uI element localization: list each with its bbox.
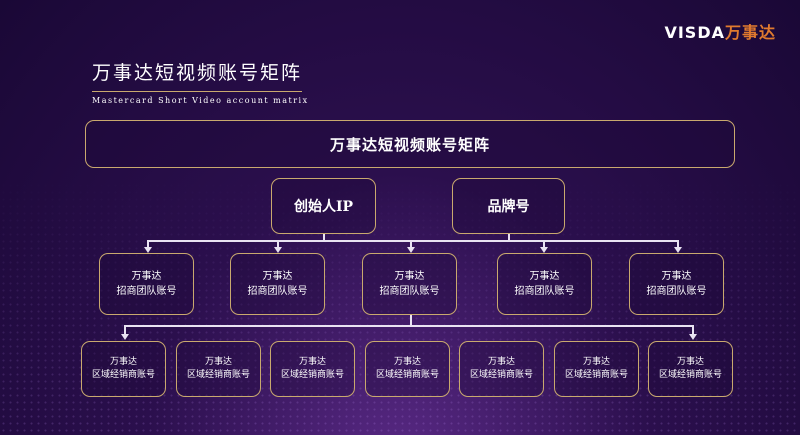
connector-dealer-left [124, 325, 126, 335]
team-name: 万事达 [131, 271, 162, 282]
dealer-name: 万事达 [393, 357, 421, 367]
dealer-node-4: 万事达区域经销商账号 [365, 341, 450, 397]
team-label: 招商团队账号 [116, 286, 177, 297]
dealer-node-5: 万事达区域经销商账号 [459, 341, 544, 397]
arrow-dealer-left [121, 334, 129, 340]
connector-dealer-right [692, 325, 694, 335]
dealer-label: 区域经销商账号 [658, 370, 722, 380]
dealer-name: 万事达 [676, 357, 704, 367]
team-name: 万事达 [394, 271, 425, 282]
arrow-team-4 [540, 247, 548, 253]
connector-team-drop-1 [147, 240, 149, 248]
root-node: 万事达短视频账号矩阵 [85, 120, 735, 168]
connector-team-bus [147, 240, 677, 242]
connector-dealer-bus [124, 325, 692, 327]
team-node-2: 万事达招商团队账号 [230, 253, 325, 315]
connector-team-drop-5 [677, 240, 679, 248]
connector-team-drop-4 [543, 240, 545, 248]
arrow-team-3 [407, 247, 415, 253]
team-node-1: 万事达招商团队账号 [99, 253, 194, 315]
connector-brand [508, 234, 510, 240]
logo-text: VISDA [664, 23, 725, 42]
page-subtitle: Mastercard Short Video account matrix [92, 96, 309, 105]
team-name: 万事达 [529, 271, 560, 282]
team-label: 招商团队账号 [514, 286, 575, 297]
connector-founder [323, 234, 325, 240]
dealer-node-3: 万事达区域经销商账号 [270, 341, 355, 397]
arrow-team-1 [144, 247, 152, 253]
brand-account-node: 品牌号 [452, 178, 565, 234]
founder-ip-node: 创始人IP [271, 178, 376, 234]
dealer-node-2: 万事达区域经销商账号 [176, 341, 261, 397]
team-label: 招商团队账号 [247, 286, 308, 297]
dealer-name: 万事达 [582, 357, 610, 367]
connector-team-drop-2 [277, 240, 279, 248]
page-title: 万事达短视频账号矩阵 [92, 58, 303, 92]
dealer-node-1: 万事达区域经销商账号 [81, 341, 166, 397]
arrow-team-2 [274, 247, 282, 253]
brand-logo: VISDA万事达 [664, 19, 776, 43]
team-name: 万事达 [262, 271, 293, 282]
team-name: 万事达 [661, 271, 692, 282]
arrow-team-5 [674, 247, 682, 253]
dealer-label: 区域经销商账号 [280, 370, 344, 380]
team-node-5: 万事达招商团队账号 [629, 253, 724, 315]
dealer-label: 区域经销商账号 [469, 370, 533, 380]
arrow-dealer-right [689, 334, 697, 340]
dealer-node-7: 万事达区域经销商账号 [648, 341, 733, 397]
team-node-3: 万事达招商团队账号 [362, 253, 457, 315]
dealer-name: 万事达 [298, 357, 326, 367]
connector-center-down [410, 315, 412, 325]
team-label: 招商团队账号 [379, 286, 440, 297]
dealer-label: 区域经销商账号 [186, 370, 250, 380]
dealer-node-6: 万事达区域经销商账号 [554, 341, 639, 397]
dealer-label: 区域经销商账号 [564, 370, 628, 380]
dealer-name: 万事达 [204, 357, 232, 367]
dealer-name: 万事达 [487, 357, 515, 367]
team-node-4: 万事达招商团队账号 [497, 253, 592, 315]
dealer-label: 区域经销商账号 [375, 370, 439, 380]
team-label: 招商团队账号 [646, 286, 707, 297]
logo-cn: 万事达 [724, 23, 776, 42]
connector-team-drop-3 [410, 240, 412, 248]
dealer-label: 区域经销商账号 [91, 370, 155, 380]
dealer-name: 万事达 [109, 357, 137, 367]
